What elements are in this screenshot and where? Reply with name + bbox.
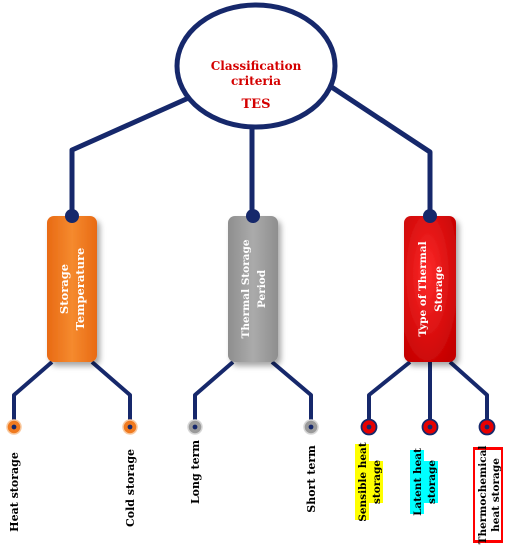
leaf-label-line1: Latent heat — [412, 448, 424, 516]
leaf-dot-long-term — [187, 419, 203, 435]
category-label-line2: Temperature — [73, 248, 87, 331]
leaf-dots — [6, 418, 496, 436]
category-storage-temperature: Storage Temperature — [47, 216, 97, 362]
connector-type-thermochemical — [448, 360, 489, 426]
leaf-dot-heat-storage — [6, 419, 22, 435]
leaf-sensible-heat-storage: Sensible heat storage — [355, 442, 383, 522]
leaf-connectors — [12, 360, 489, 426]
leaf-label-line2: storage — [371, 460, 383, 504]
leaf-dot-short-term — [303, 419, 319, 435]
leaf-label-cold-storage: Cold storage — [124, 449, 137, 527]
connector-period-long — [193, 360, 235, 426]
leaf-dot-latent — [421, 418, 439, 436]
root-connectors — [69, 83, 433, 214]
dot-temperature — [65, 209, 79, 223]
leaf-label-heat-storage: Heat storage — [8, 452, 21, 532]
connector-root-to-temperature — [69, 93, 195, 214]
root-label-line1: Classification — [211, 59, 302, 73]
dot-type — [423, 209, 437, 223]
connector-type-sensible — [367, 360, 412, 426]
category-label-line1: Storage — [57, 264, 71, 314]
dot-period — [246, 209, 260, 223]
connector-temperature-heat — [12, 360, 54, 426]
leaf-label-line1: Sensible heat — [357, 442, 369, 522]
root-label-tes: TES — [242, 97, 271, 112]
leaf-label-short-term: Short term — [305, 445, 318, 513]
connector-root-to-type — [328, 83, 433, 214]
connector-period-short — [270, 360, 313, 426]
leaf-thermochemical-heat-storage: Thermochemical heat storage — [473, 446, 503, 545]
category-label-line1: Type of Thermal — [417, 241, 429, 336]
category-label-line2: Storage — [433, 266, 445, 312]
root-node: Classification criteria TES — [174, 2, 338, 130]
category-top-dots — [65, 209, 437, 223]
root-label-line2: criteria — [231, 74, 281, 88]
leaf-dot-cold-storage — [122, 419, 138, 435]
category-thermal-storage-period: Thermal Storage Period — [228, 216, 278, 362]
leaf-labels: Heat storage Cold storage Long term Shor… — [8, 440, 503, 545]
leaf-dot-thermochemical — [478, 418, 496, 436]
connector-temperature-cold — [90, 360, 132, 426]
leaf-label-line2: heat storage — [490, 458, 502, 532]
leaf-dot-sensible — [360, 418, 378, 436]
category-type-of-thermal-storage: Type of Thermal Storage — [404, 216, 456, 362]
category-label-line2: Period — [256, 269, 268, 308]
leaf-latent-heat-storage: Latent heat storage — [410, 448, 438, 516]
leaf-label-line2: storage — [426, 460, 438, 504]
leaf-label-long-term: Long term — [189, 440, 202, 504]
category-label-line1: Thermal Storage — [240, 239, 252, 338]
leaf-label-line1: Thermochemical — [477, 446, 489, 545]
